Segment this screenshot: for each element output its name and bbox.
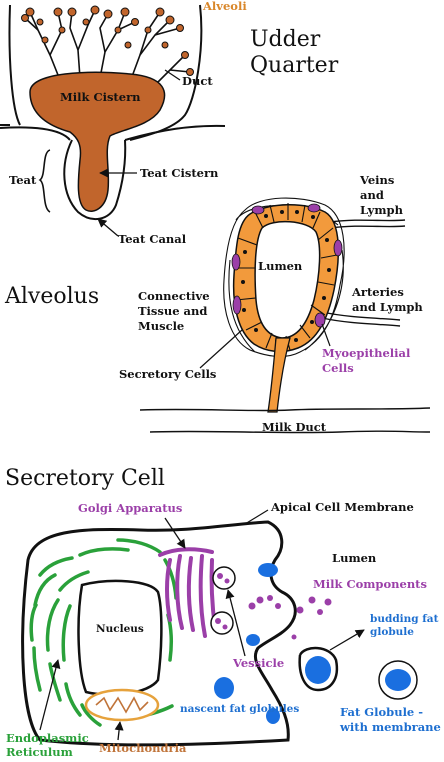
vessicle-label: Vessicle (232, 656, 284, 670)
alveolus-title: Alveolus (4, 284, 99, 309)
teat-canal-label: Teat Canal (118, 232, 187, 246)
vein-lines (329, 219, 406, 229)
fat-globule-label-line2: with membrane (339, 720, 441, 734)
udder-title-line2: Quarter (250, 53, 339, 78)
myoepithelial-label-line1: Myoepithelial (322, 346, 411, 360)
milk-duct-stem (267, 337, 291, 413)
milk-cistern (29, 71, 166, 212)
veins-label-line1: Veins (359, 173, 394, 187)
apical-membrane-leader (244, 509, 269, 525)
connective-label-line2: Tissue and (138, 304, 207, 318)
fat-globule-core (385, 669, 411, 691)
alveoli-dots (21, 5, 194, 76)
alveolus-lumen-label: Lumen (258, 259, 303, 273)
veins-label-line3: Lymph (360, 203, 404, 217)
udder-title-line1: Udder (250, 27, 321, 52)
vessicle-arrow (225, 589, 246, 657)
vesicles (210, 566, 236, 635)
alveolus-section: Alveolus (4, 173, 431, 434)
budding-label-line1: budding fat (370, 613, 439, 625)
milk-duct-lines (139, 407, 431, 434)
budding-arrow (329, 629, 365, 651)
cell-outline (21, 520, 297, 747)
er-label-line1: Endoplasmic (6, 731, 89, 745)
fat-globules (214, 563, 331, 724)
teat-brace (38, 149, 51, 213)
budding-fat-globule (298, 646, 339, 692)
duct-leader (164, 69, 181, 81)
myoepithelial-label-line2: Cells (322, 361, 354, 375)
arteries-label-line2: and Lymph (352, 300, 423, 314)
duct-label: Duct (182, 74, 213, 88)
nascent-label: nascent fat globules (180, 703, 299, 715)
secretory-cells-leader (199, 329, 243, 369)
secretory-cell-title: Secretory Cell (5, 466, 165, 491)
secretory-cells-label: Secretory Cells (119, 367, 216, 381)
er-label-line2: Reticulum (6, 745, 73, 758)
nucleus (77, 579, 163, 696)
arteries-label-line1: Arteries (351, 285, 404, 299)
milk-components (248, 595, 332, 640)
budding-label-line2: globule (370, 626, 414, 638)
teat-label: Teat (9, 173, 37, 187)
mitochondria-arrow (114, 721, 124, 741)
golgi-label: Golgi Apparatus (78, 501, 182, 515)
veins-label-line2: and (360, 188, 384, 202)
teat-canal-arrow (97, 218, 119, 237)
mitochondria-label: Mitochondria (99, 741, 187, 755)
myoepithelial-leader (321, 323, 331, 347)
alveolus-ring (232, 204, 340, 353)
nucleus-label: Nucleus (96, 623, 144, 635)
secretory-cell-section: Secretory Cell Nucleus (5, 466, 441, 759)
udder-base-right (124, 124, 226, 141)
connective-label-line3: Muscle (138, 319, 184, 333)
er-arrow (39, 659, 61, 731)
milk-components-label: Milk Components (313, 577, 427, 591)
golgi-arrow (164, 517, 186, 549)
alveoli-label: Alveoli (202, 0, 247, 13)
apical-membrane-label: Apical Cell Membrane (270, 500, 414, 514)
lumen-label: Lumen (332, 551, 377, 565)
udder-base-line (0, 126, 71, 141)
milk-duct-label: Milk Duct (262, 420, 327, 434)
milk-cistern-label: Milk Cistern (60, 90, 141, 104)
udder-quarter-section: Milk Cistern Alveoli Udder Quarter Duct … (0, 0, 339, 246)
myoepithelial-cells (231, 203, 343, 328)
teat-cistern-label: Teat Cistern (140, 166, 219, 180)
mitochondria-cristae (95, 696, 149, 714)
fat-globule-label-line1: Fat Globule - (340, 705, 423, 719)
teat-outline (63, 139, 127, 221)
connective-label-line1: Connective (138, 289, 210, 303)
